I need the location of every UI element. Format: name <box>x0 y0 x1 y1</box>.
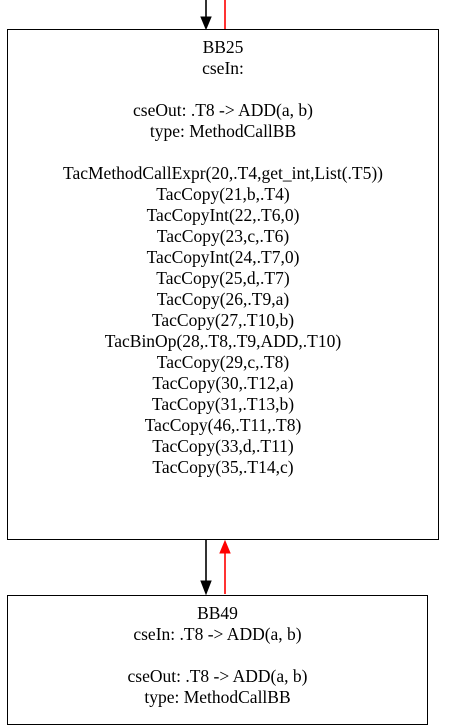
bb25-line: TacCopyInt(22,.T6,0) <box>146 205 300 225</box>
bb25-line: cseOut: .T8 -> ADD(a, b) <box>133 100 313 120</box>
arrowhead-bb25-to-bb49 <box>200 580 212 596</box>
edges-layer <box>200 0 231 596</box>
bb25-line: TacCopy(26,.T9,a) <box>156 289 290 309</box>
bb25-line: TacCopy(23,c,.T6) <box>156 226 290 246</box>
bb25-line: BB25 <box>202 37 244 57</box>
bb25-line: TacMethodCallExpr(20,.T4,get_int,List(.T… <box>62 163 384 183</box>
bb25-line: TacCopy(25,d,.T7) <box>156 268 290 288</box>
bb49-line: cseOut: .T8 -> ADD(a, b) <box>127 666 308 686</box>
bb25-line: TacCopy(27,.T10,b) <box>151 310 295 330</box>
arrowhead-bb49-to-bb25 <box>219 539 231 554</box>
bb25-line <box>8 142 438 163</box>
bb25-line: TacCopyInt(24,.T7,0) <box>146 247 300 267</box>
bb49-line: BB49 <box>197 603 238 623</box>
bb25-line: TacCopy(31,.T13,b) <box>151 394 295 414</box>
bb25-line: TacCopy(30,.T12,a) <box>152 373 294 393</box>
bb49-line <box>8 645 427 666</box>
bb25-line: cseIn: <box>202 58 244 78</box>
bb49-line: type: MethodCallBB <box>144 687 291 707</box>
bb25-line: TacCopy(46,.T11,.T8) <box>144 415 302 435</box>
bb25-line: TacCopy(29,c,.T8) <box>156 352 290 372</box>
arrowhead-into-bb25 <box>200 16 212 31</box>
bb49-line: cseIn: .T8 -> ADD(a, b) <box>133 624 302 644</box>
bb25-line: TacCopy(33,d,.T11) <box>152 436 294 456</box>
bb25-line <box>8 79 438 100</box>
bb25-line: TacCopy(35,.T14,c) <box>152 457 294 477</box>
bb25-line: TacCopy(21,b,.T4) <box>156 184 290 204</box>
bb25-line: type: MethodCallBB <box>149 121 297 141</box>
bb25-line: TacBinOp(28,.T8,.T9,ADD,.T10) <box>104 331 342 351</box>
